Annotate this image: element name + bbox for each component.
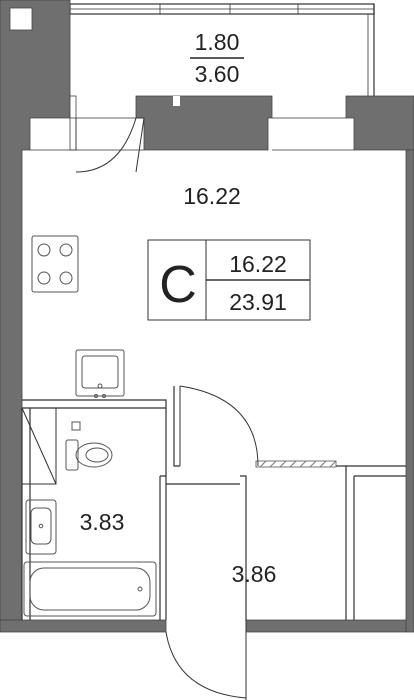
kitchen-sink-icon [75, 349, 125, 398]
wall-bottom-left [0, 619, 167, 633]
wall-top-left-block [0, 0, 71, 621]
wall-top-right [345, 95, 414, 151]
area-legend [147, 239, 311, 321]
legend-total-area: 23.91 [229, 289, 287, 315]
balcony-area-top: 1.80 [195, 29, 240, 55]
bathroom-sink-icon [25, 499, 57, 555]
toilet-icon [65, 421, 113, 471]
wall-window-sill-left [69, 95, 77, 151]
bathtub-icon [23, 561, 157, 617]
apartment-type-letter: C [159, 256, 197, 314]
window-top [30, 117, 354, 151]
hallway-area: 3.86 [232, 561, 277, 587]
threshold-hatch [255, 460, 337, 468]
door-swing-icon [21, 117, 259, 700]
wall-right-outer [405, 149, 414, 633]
wall-bottom-right [245, 619, 407, 633]
balcony-area-bottom: 3.60 [195, 61, 240, 87]
wall-top-middle [135, 95, 273, 151]
living-room-area: 16.22 [183, 183, 241, 209]
walls [0, 0, 414, 633]
bathroom-area: 3.83 [80, 509, 125, 535]
wall-corner-notch [9, 7, 33, 31]
wall-notch-top [173, 96, 180, 106]
stove-icon [31, 235, 79, 293]
interior-walls [21, 386, 406, 620]
legend-living-area: 16.22 [229, 251, 287, 277]
